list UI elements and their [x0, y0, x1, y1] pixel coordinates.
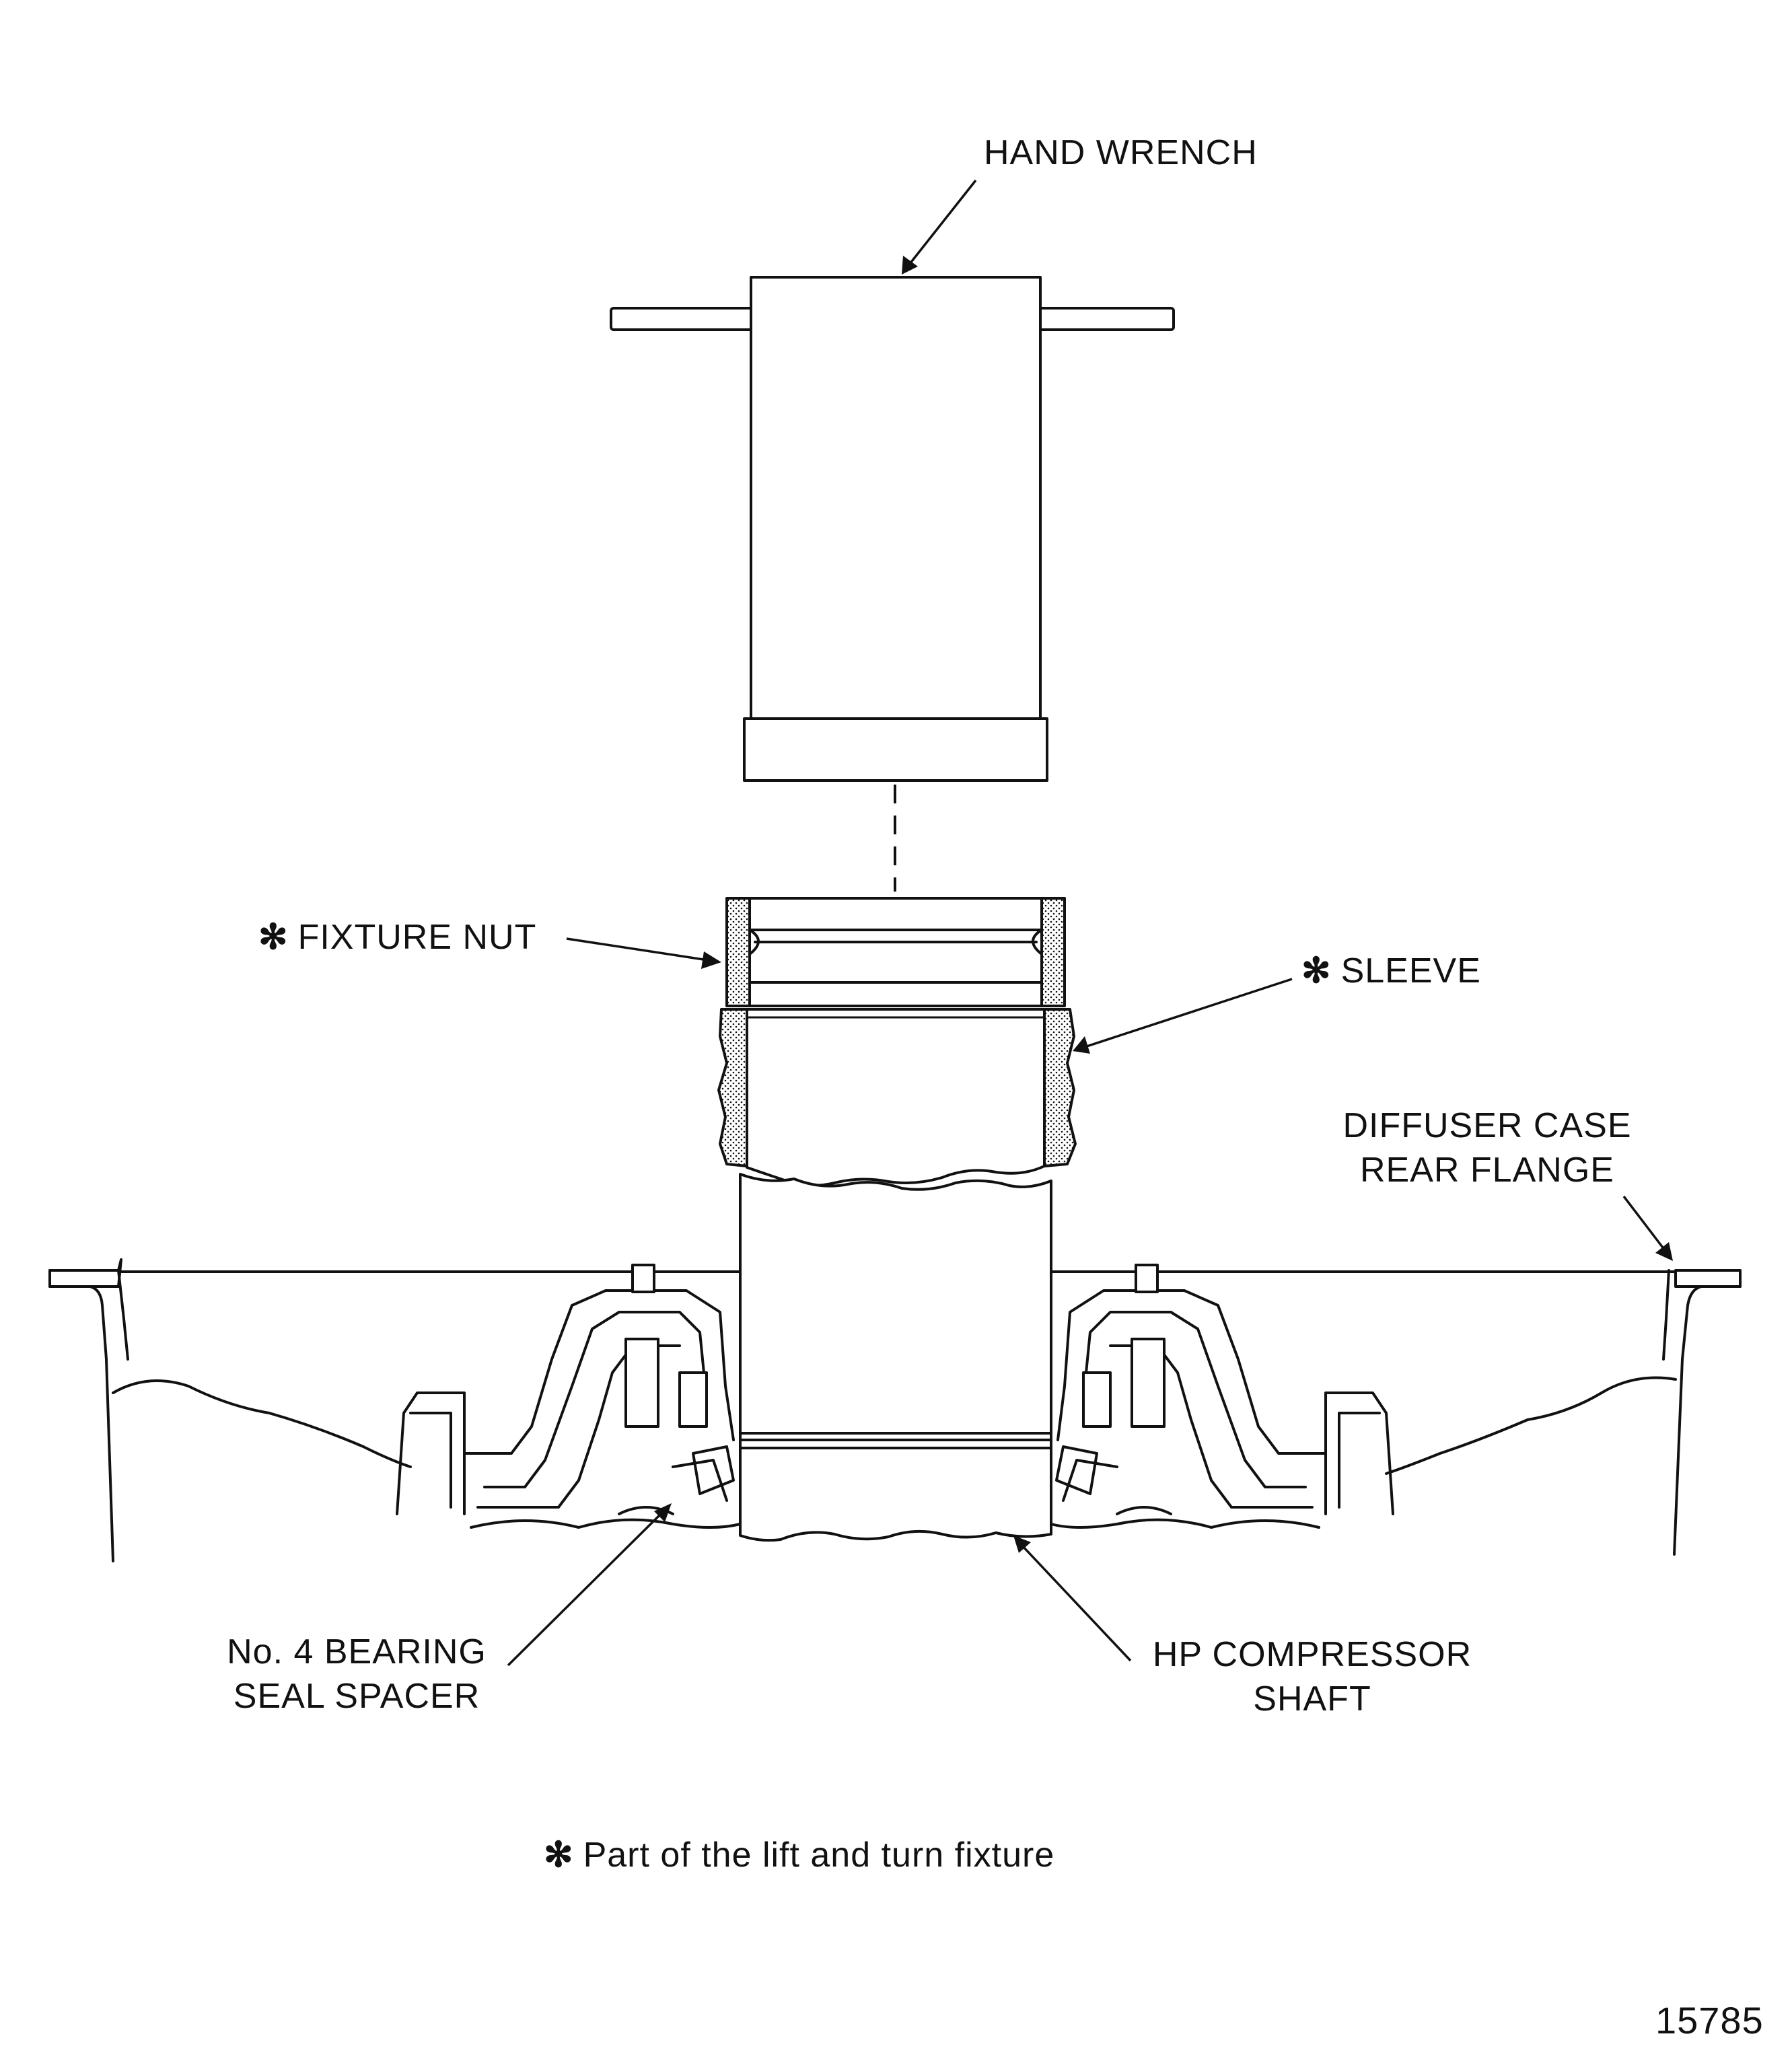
label-hp-compressor-shaft: HP COMPRESSOR SHAFT — [1137, 1632, 1487, 1721]
label-sleeve: ✻SLEEVE — [1301, 949, 1481, 993]
label-sleeve-text: SLEEVE — [1340, 951, 1481, 990]
asterisk-marker: ✻ — [1301, 951, 1332, 990]
wrench-collar — [743, 717, 1048, 782]
label-bearing-seal-spacer: No. 4 BEARING SEAL SPACER — [202, 1630, 511, 1719]
label-bearing-line2: SEAL SPACER — [233, 1677, 480, 1716]
label-fixture-nut-text: FIXTURE NUT — [297, 918, 537, 957]
label-hp-line2: SHAFT — [1253, 1679, 1371, 1719]
fixture-nut — [725, 897, 1066, 1007]
hand-wrench — [610, 276, 1175, 782]
wrench-body — [750, 276, 1042, 723]
asterisk-marker: ✻ — [544, 1836, 574, 1875]
label-hp-line1: HP COMPRESSOR — [1152, 1635, 1472, 1674]
label-fixture-nut: ✻FIXTURE NUT — [258, 915, 536, 960]
footnote: ✻Part of the lift and turn fixture — [544, 1833, 1054, 1877]
leader-lines — [507, 179, 1673, 1667]
diffuser-case — [48, 1258, 1742, 1562]
label-diffuser-case-line2: REAR FLANGE — [1360, 1151, 1614, 1190]
sleeve — [717, 1008, 1077, 1187]
label-diffuser-case: DIFFUSER CASE REAR FLANGE — [1319, 1104, 1655, 1192]
label-hand-wrench: HAND WRENCH — [984, 133, 1258, 172]
sleeve-lower — [739, 1173, 1052, 1542]
label-diffuser-case-line1: DIFFUSER CASE — [1342, 1106, 1632, 1145]
label-bearing-line1: No. 4 BEARING — [227, 1632, 487, 1671]
asterisk-marker: ✻ — [258, 918, 289, 957]
figure-number: 15785 — [1655, 1999, 1764, 2041]
footnote-text: Part of the lift and turn fixture — [583, 1836, 1055, 1875]
